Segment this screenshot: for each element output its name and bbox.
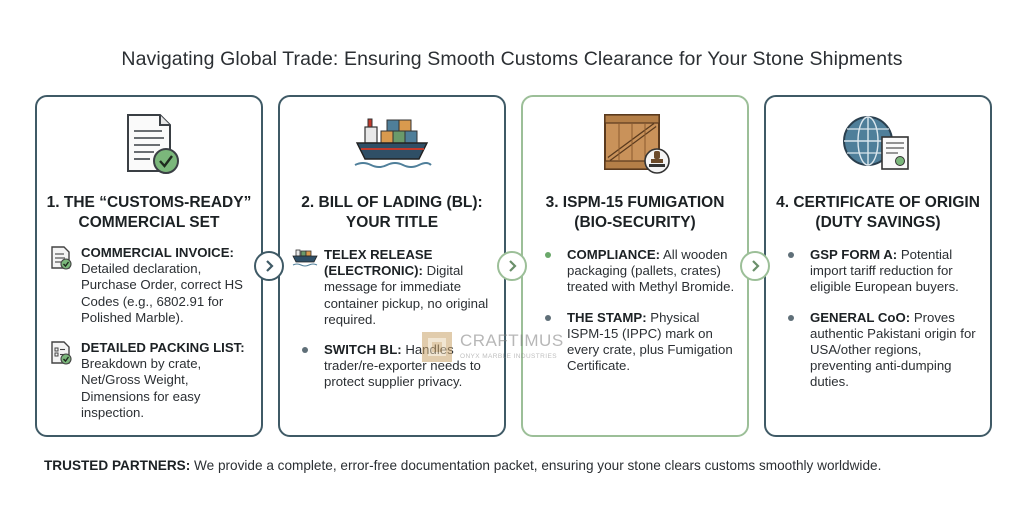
list-item: GSP FORM A: Potential import tariff redu… xyxy=(778,247,980,296)
watermark-name: CRAFTIMUS xyxy=(460,331,564,350)
item-label: DETAILED PACKING LIST: xyxy=(81,340,245,356)
list-item: TELEX RELEASE (ELECTRONIC): Digital mess… xyxy=(292,247,494,328)
card-ispm15-fumigation: 3. ISPM-15 FUMIGATION (BIO-SECURITY) COM… xyxy=(521,95,749,437)
footer-text: We provide a complete, error-free docume… xyxy=(194,458,882,473)
card-commercial-set: 1. THE “CUSTOMS-READY” COMMERCIAL SET CO… xyxy=(35,95,263,437)
cargo-ship-icon xyxy=(280,111,504,177)
item-text: Proves authentic Pakistani origin for US… xyxy=(810,309,976,390)
item-text: All wooden packaging (pallets, crates) t… xyxy=(567,247,735,295)
item-label: GENERAL CoO: xyxy=(810,309,911,325)
list-item: DETAILED PACKING LIST: Breakdown by crat… xyxy=(49,340,251,421)
item-label: GSP FORM A: xyxy=(810,247,898,262)
invoice-icon xyxy=(49,245,75,271)
card-heading: 2. BILL OF LADING (BL): YOUR TITLE xyxy=(288,193,496,233)
ship-icon xyxy=(292,247,318,273)
item-text: Digital message for immediate container … xyxy=(324,263,489,327)
logo-mark-icon xyxy=(422,332,452,362)
bullet-dot xyxy=(788,314,794,321)
chevron-right-icon xyxy=(254,251,284,281)
checklist-icon xyxy=(49,340,75,366)
bullet-dot xyxy=(545,314,551,321)
list-item: THE STAMP: Physical ISPM-15 (IPPC) mark … xyxy=(535,310,737,375)
card-heading: 3. ISPM-15 FUMIGATION (BIO-SECURITY) xyxy=(531,193,739,233)
item-label: SWITCH BL: xyxy=(324,342,402,358)
list-item: GENERAL CoO: Proves authentic Pakistani … xyxy=(778,310,980,391)
item-text: Detailed declaration, Purchase Order, co… xyxy=(81,261,243,325)
wooden-crate-stamp-icon xyxy=(523,111,747,177)
chevron-right-icon xyxy=(497,251,527,281)
page-title: Navigating Global Trade: Ensuring Smooth… xyxy=(121,48,903,70)
bullet-dot xyxy=(788,252,794,258)
list-item: COMPLIANCE: All wooden packaging (pallet… xyxy=(535,247,737,296)
item-label: COMMERCIAL INVOICE: xyxy=(81,245,234,260)
watermark-logo: CRAFTIMUS ONYX MARBLE INDUSTRIES xyxy=(420,330,590,370)
item-text: Potential import tariff reduction for el… xyxy=(810,247,959,295)
heading-line: YOUR TITLE xyxy=(345,214,439,231)
footer-note: TRUSTED PARTNERS: We provide a complete,… xyxy=(44,458,1004,473)
card-heading: 4. CERTIFICATE OF ORIGIN (DUTY SAVINGS) xyxy=(774,193,982,233)
card-certificate-of-origin: 4. CERTIFICATE OF ORIGIN (DUTY SAVINGS) … xyxy=(764,95,992,437)
card-bill-of-lading: 2. BILL OF LADING (BL): YOUR TITLE TELEX… xyxy=(278,95,506,437)
item-label: THE STAMP: xyxy=(567,309,647,325)
heading-line: (DUTY SAVINGS) xyxy=(815,214,941,231)
heading-line: 4. CERTIFICATE OF ORIGIN xyxy=(776,194,980,211)
list-item: COMMERCIAL INVOICE: Detailed declaration… xyxy=(49,245,251,326)
footer-label: TRUSTED PARTNERS: xyxy=(44,458,191,473)
heading-line: 2. BILL OF LADING (BL): xyxy=(301,194,483,211)
globe-certificate-icon xyxy=(766,111,990,177)
bullet-dot xyxy=(545,252,551,258)
item-label: COMPLIANCE: xyxy=(567,247,661,262)
heading-line: (BIO-SECURITY) xyxy=(574,214,696,231)
watermark-tagline: ONYX MARBLE INDUSTRIES xyxy=(460,353,557,360)
chevron-right-icon xyxy=(740,251,770,281)
heading-line: 1. THE “CUSTOMS-READY” xyxy=(46,194,252,211)
document-check-icon xyxy=(37,111,261,177)
item-label: TELEX RELEASE (ELECTRONIC): xyxy=(324,247,433,279)
heading-line: COMMERCIAL SET xyxy=(78,214,220,231)
item-text: Physical ISPM-15 (IPPC) mark on every cr… xyxy=(567,309,733,374)
item-text: Breakdown by crate, Net/Gross Weight, Di… xyxy=(81,356,202,420)
card-heading: 1. THE “CUSTOMS-READY” COMMERCIAL SET xyxy=(45,193,253,233)
heading-line: 3. ISPM-15 FUMIGATION xyxy=(545,194,725,211)
bullet-dot xyxy=(302,347,308,354)
